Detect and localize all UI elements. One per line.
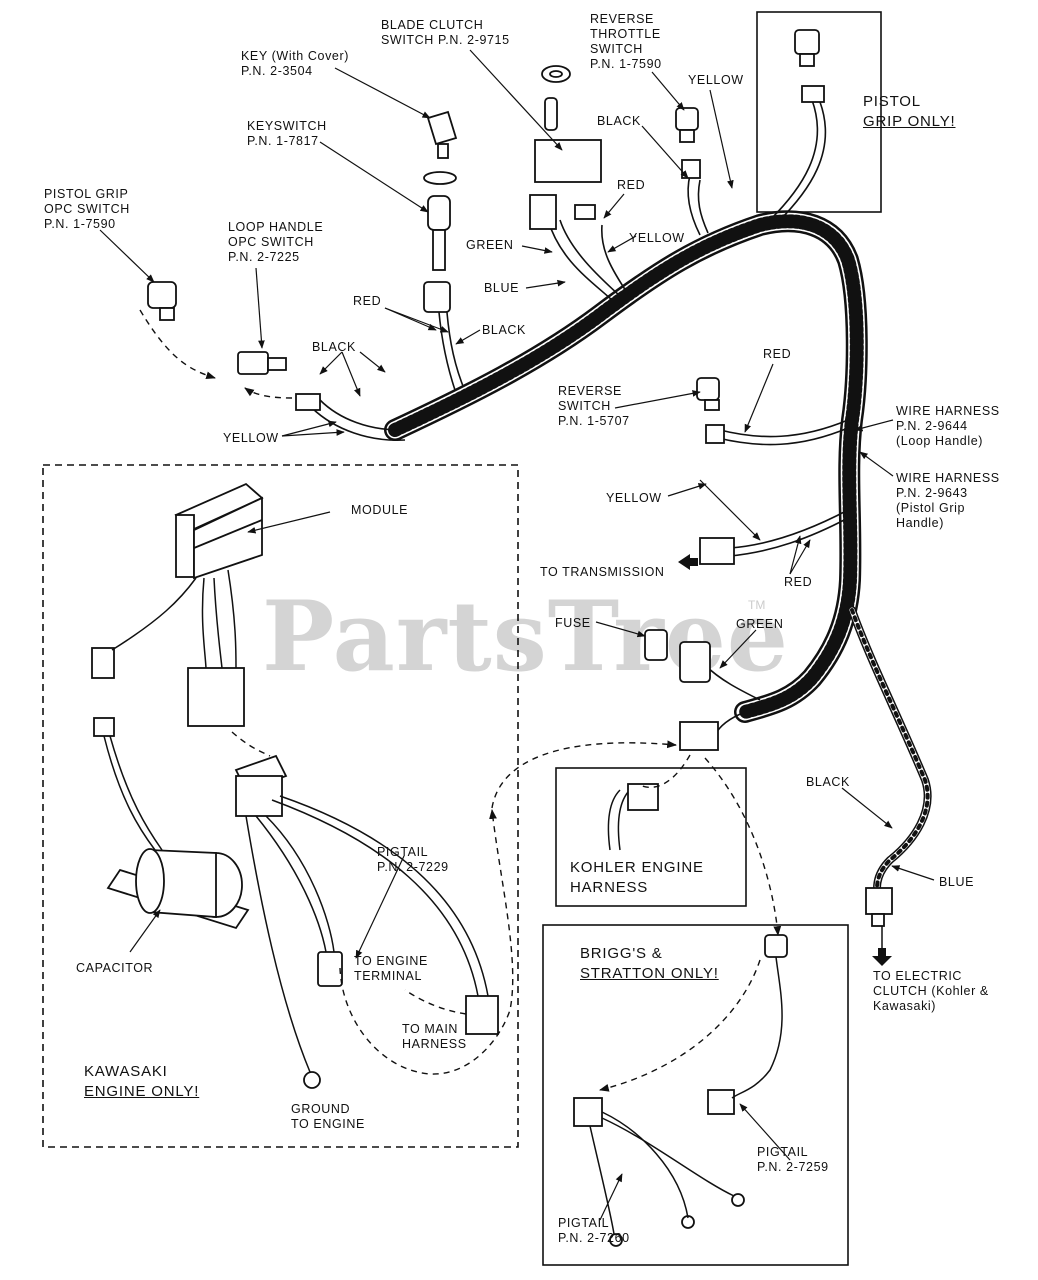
yellow-mid-label: YELLOW xyxy=(629,231,685,245)
module-label: MODULE xyxy=(351,503,409,517)
fuse-label: FUSE xyxy=(555,616,591,630)
black-right-label: BLACK xyxy=(806,775,850,789)
red-reverse-label: RED xyxy=(763,347,792,361)
yellow-left-label: YELLOW xyxy=(223,431,279,445)
kawasaki-box xyxy=(42,464,519,1148)
kohler-box xyxy=(555,767,747,907)
green-label: GREEN xyxy=(466,238,514,252)
to-transmission-label: TO TRANSMISSION xyxy=(540,565,665,579)
green-fuse-label: GREEN xyxy=(736,617,784,631)
to-electric-clutch-arrow xyxy=(872,948,892,966)
components xyxy=(91,29,893,1247)
component-wires xyxy=(103,569,883,1235)
briggs-box-label: BRIGG'S &STRATTON ONLY! xyxy=(580,945,719,982)
watermark-trademark: TM xyxy=(748,598,766,612)
dashed-arrows xyxy=(139,309,782,1092)
red-left-label: RED xyxy=(353,294,382,308)
blue-label: BLUE xyxy=(484,281,520,295)
black-center-label: BLACK xyxy=(482,323,526,337)
blue-right-label: BLUE xyxy=(939,875,975,889)
leader-lines xyxy=(99,49,935,1221)
red-transmission-label: RED xyxy=(784,575,813,589)
capacitor-label: CAPACITOR xyxy=(76,961,154,975)
main-harness xyxy=(384,210,932,909)
briggs-box xyxy=(542,924,849,1266)
black-left-label: BLACK xyxy=(312,340,356,354)
black-top-label: BLACK xyxy=(597,114,641,128)
key-label: KEY (With Cover)P.N. 2-3504 xyxy=(241,49,350,78)
yellow-top-label: YELLOW xyxy=(688,73,744,87)
to-transmission-arrow xyxy=(678,554,698,570)
yellow-right-label: YELLOW xyxy=(606,491,662,505)
red-top-label: RED xyxy=(617,178,646,192)
pistol-grip-box xyxy=(756,11,882,213)
